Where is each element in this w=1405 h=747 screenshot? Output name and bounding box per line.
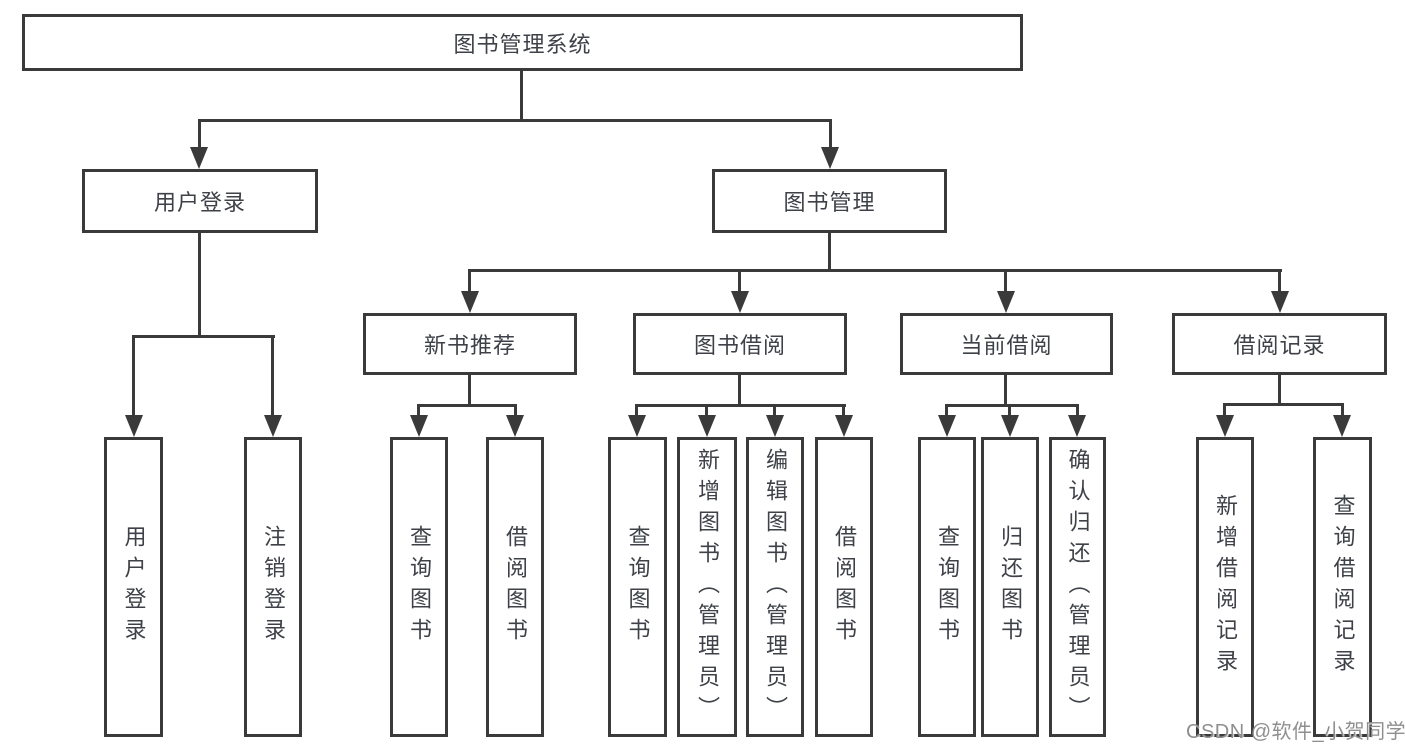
connector-arrow-stem [635,404,638,416]
connector-userlogin-hline [132,335,275,338]
arrow-down-icon [731,291,749,313]
connector-borrowrecord-hline [1223,403,1344,406]
connector-arrow-stem [417,404,420,416]
connector-root-hline [198,119,832,122]
arrow-down-icon [628,415,646,437]
leaf-edit-book-admin: 编辑图书（管理员） [746,437,804,737]
arrow-down-icon [835,415,853,437]
connector-bookmgmt-hline [468,269,1282,272]
arrow-down-icon [125,415,143,437]
arrow-down-icon [1068,415,1086,437]
connector-arrow-stem [829,119,832,148]
node-root-library-system: 图书管理系统 [22,14,1023,71]
arrow-down-icon [821,147,839,169]
arrow-down-icon [698,415,716,437]
node-book-management: 图书管理 [712,169,947,233]
leaf-logout: 注销登录 [244,437,302,737]
connector-arrow-stem [132,335,135,416]
node-user-login: 用户登录 [82,169,318,233]
leaf-add-borrow-record: 新增借阅记录 [1196,437,1254,737]
leaf-return-book: 归还图书 [981,437,1039,737]
connector-arrow-stem [738,269,741,292]
connector-arrow-stem [514,404,517,416]
leaf-user-login: 用户登录 [104,437,163,737]
connector-arrow-stem [468,269,471,292]
connector-arrow-stem [773,404,776,416]
leaf-add-book-admin: 新增图书（管理员） [677,437,737,737]
arrow-down-icon [766,415,784,437]
arrow-down-icon [1001,415,1019,437]
leaf-borrow-book: 借阅图书 [815,437,873,737]
leaf-query-book: 查询图书 [608,437,667,737]
leaf-borrow-book-recommend: 借阅图书 [486,437,544,737]
connector-arrow-stem [1076,404,1079,416]
node-new-book-recommend: 新书推荐 [363,313,577,375]
arrow-down-icon [938,415,956,437]
arrow-down-icon [264,415,282,437]
connector-root-stem [520,71,523,121]
arrow-down-icon [1333,415,1351,437]
connector-currentborrow-hline [945,404,1079,407]
connector-newbook-hline [417,404,517,407]
connector-borrowrecord-stem [1278,375,1281,406]
leaf-confirm-return-admin: 确认归还（管理员） [1049,437,1106,737]
connector-bookmgmt-stem [828,233,831,271]
connector-bookborrow-stem [738,375,741,407]
connector-arrow-stem [1278,269,1281,292]
arrow-down-icon [1216,415,1234,437]
leaf-query-book-recommend: 查询图书 [390,437,448,737]
leaf-query-current-borrow: 查询图书 [918,437,976,737]
arrow-down-icon [997,291,1015,313]
arrow-down-icon [190,147,208,169]
csdn-watermark: CSDN @软件_小贺同学 [1186,721,1405,743]
connector-arrow-stem [1004,269,1007,292]
connector-arrow-stem [1223,403,1226,416]
connector-arrow-stem [1008,404,1011,416]
node-book-borrow: 图书借阅 [633,313,847,375]
arrow-down-icon [506,415,524,437]
connector-arrow-stem [271,335,274,416]
connector-currentborrow-stem [1004,375,1007,407]
connector-bookborrow-hline [635,404,846,407]
leaf-query-borrow-record: 查询借阅记录 [1313,437,1372,737]
connector-arrow-stem [945,404,948,416]
connector-arrow-stem [842,404,845,416]
connector-arrow-stem [705,404,708,416]
node-current-borrow: 当前借阅 [900,313,1113,375]
connector-userlogin-stem [198,233,201,337]
connector-arrow-stem [198,119,201,148]
arrow-down-icon [410,415,428,437]
arrow-down-icon [461,291,479,313]
arrow-down-icon [1271,291,1289,313]
node-borrow-record: 借阅记录 [1172,313,1387,375]
connector-arrow-stem [1341,403,1344,416]
connector-newbook-stem [468,375,471,407]
